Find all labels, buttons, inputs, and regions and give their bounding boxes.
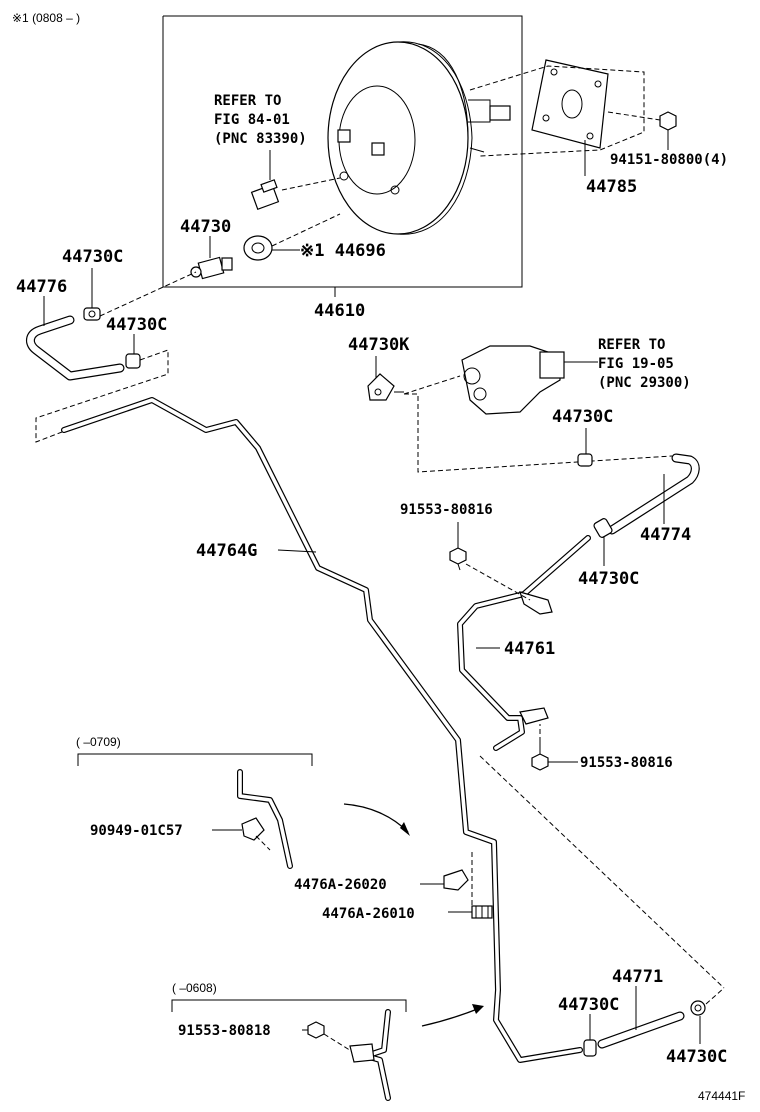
bracket-upper	[519, 591, 553, 615]
clip-left-a	[83, 307, 101, 321]
bolt-upper	[449, 547, 467, 571]
vacuum-switch	[250, 179, 280, 210]
grommet-label: ※1 44696	[300, 241, 386, 261]
clip-bottom-b	[690, 1000, 706, 1016]
gasket-label: 44785	[586, 177, 637, 197]
inset2-bracket	[171, 999, 407, 1012]
bolt-upper-label: 91553-80816	[400, 502, 493, 518]
clamp-a-label: 4476A-26020	[294, 877, 387, 893]
nut-label: 94151-80800(4)	[610, 152, 728, 168]
hose-bottom-label: 44771	[612, 967, 663, 987]
clip-right-a	[577, 453, 593, 467]
clamp-a	[443, 869, 469, 891]
clamp-b	[471, 905, 493, 919]
clip-k-label: 44730K	[348, 335, 410, 355]
clip-k	[367, 373, 404, 401]
hose-left-label: 44776	[16, 277, 67, 297]
clip-right-b	[593, 518, 613, 538]
booster-group-frame	[162, 15, 523, 288]
ref-line-diagonal	[479, 755, 725, 989]
clip-left-b-label: 44730C	[106, 315, 167, 335]
applicability-note: ※1 (0808 – )	[12, 11, 80, 25]
clip-bottom-b-label: 44730C	[666, 1047, 727, 1067]
refer-top-label-3: (PNC 83390)	[214, 131, 307, 147]
refer-top-label-1: REFER TO	[214, 93, 281, 109]
clip-bottom-a	[583, 1039, 597, 1057]
clamp-b-label: 4476A-26010	[322, 906, 415, 922]
clip-bottom-a-label: 44730C	[558, 995, 619, 1015]
pipe-main-leader	[277, 549, 317, 553]
pipe-main	[61, 397, 583, 1063]
booster-label: 44610	[314, 301, 365, 321]
refer-top-label-2: FIG 84-01	[214, 112, 290, 128]
refer-pump-label-1: REFER TO	[598, 337, 665, 353]
gasket-plate	[531, 59, 609, 149]
inset1-clip	[241, 817, 265, 841]
check-valve	[190, 256, 233, 280]
check-valve-label: 44730	[180, 217, 231, 237]
figure-id: 474441F	[698, 1089, 745, 1103]
inset2-bolt	[307, 1021, 325, 1039]
refer-pump-label-2: FIG 19-05	[598, 356, 674, 372]
grommet	[243, 235, 273, 261]
inset1-pipe	[237, 769, 293, 869]
clip-left-a-label: 44730C	[62, 247, 123, 267]
clip-left-b	[125, 353, 141, 369]
pipe-branch-label: 44761	[504, 639, 555, 659]
pipe-branch	[457, 535, 591, 751]
clip-right-b-label: 44730C	[578, 569, 639, 589]
bolt-mid	[531, 742, 549, 771]
pipe-main-label: 44764G	[196, 541, 257, 561]
hose-right-label: 44774	[640, 525, 691, 545]
inset1-part-label: 90949-01C57	[90, 823, 183, 839]
vacuum-pump	[461, 345, 598, 415]
hose-left	[26, 315, 125, 381]
inset2-range-label: ( –0608)	[172, 981, 217, 995]
bolt-mid-label: 91553-80816	[580, 755, 673, 771]
inset2-bracket-part	[349, 1043, 375, 1063]
inset1-bracket	[77, 753, 313, 766]
inset1-arrow	[343, 803, 409, 833]
inset2-arrow	[421, 1007, 481, 1027]
brake-booster	[327, 41, 511, 235]
inset2-part-label: 91553-80818	[178, 1023, 271, 1039]
bracket-lower	[519, 707, 549, 725]
nut-icon	[659, 111, 677, 131]
refer-pump-label-3: (PNC 29300)	[598, 375, 691, 391]
inset1-range-label: ( –0709)	[76, 735, 121, 749]
hose-right	[607, 453, 700, 535]
hose-bottom	[597, 1011, 685, 1049]
clip-right-a-label: 44730C	[552, 407, 613, 427]
